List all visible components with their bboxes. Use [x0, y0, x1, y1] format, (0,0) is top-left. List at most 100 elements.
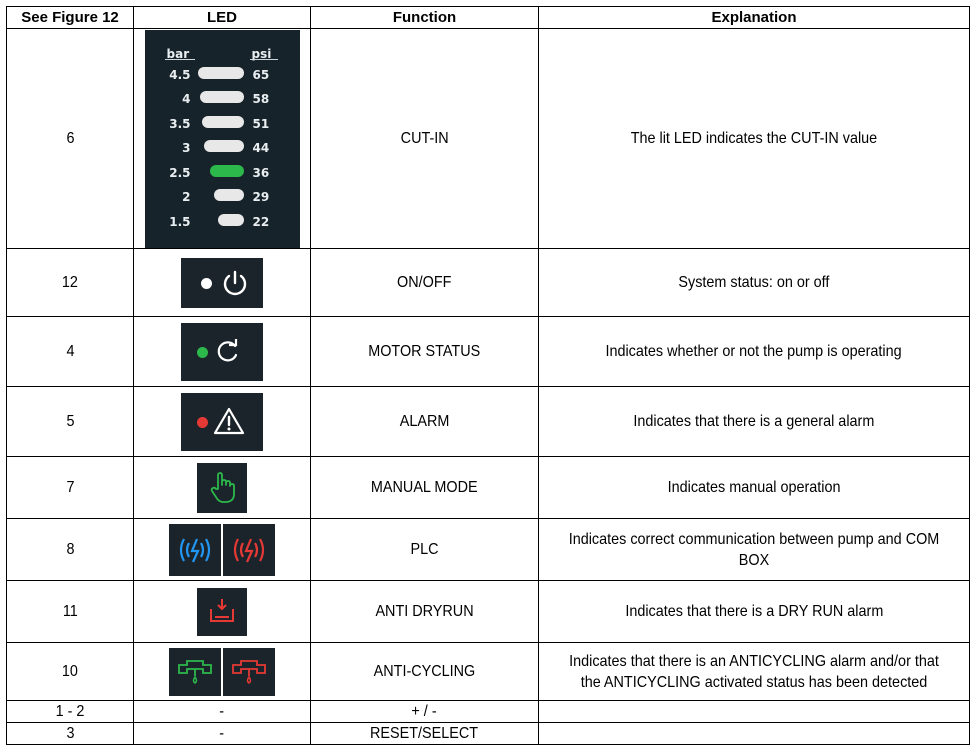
- hand-pointer-icon: [197, 462, 247, 513]
- bar-value: 1.5: [169, 214, 191, 229]
- led-cell: [133, 456, 311, 519]
- table-row: 8: [6, 518, 970, 581]
- explanation-text: Indicates whether or not the pump is ope…: [538, 316, 970, 387]
- bar-unit-label: bar: [166, 46, 190, 61]
- led-cell: [133, 580, 311, 643]
- pressure-led: [217, 213, 244, 226]
- function-label: ALARM: [310, 386, 539, 457]
- warning-triangle-icon: [181, 392, 263, 451]
- function-label: ANTI DRYRUN: [310, 580, 539, 643]
- explanation-text: Indicates that there is an ANTICYCLING a…: [538, 642, 970, 701]
- pressure-led-lit: [209, 164, 244, 177]
- explanation-text: The lit LED indicates the CUT-IN value: [538, 28, 970, 249]
- led-cell: -: [133, 700, 311, 723]
- psi-value: 58: [252, 92, 270, 106]
- figure-number: 8: [6, 518, 134, 581]
- function-label: + / -: [310, 700, 539, 723]
- table-row: 10 ANTI-CYCLING Indicates: [6, 642, 970, 701]
- explanation-text: System status: on or off: [538, 248, 970, 317]
- header-led: LED: [133, 6, 311, 29]
- table-row: 3 - RESET/SELECT: [6, 722, 970, 745]
- pressure-led-row: 2 29: [145, 186, 300, 204]
- led-cell: [133, 248, 311, 317]
- explanation-text: [538, 700, 970, 723]
- pressure-led-row: 3.5 51: [145, 113, 300, 131]
- function-label: ANTI-CYCLING: [310, 642, 539, 701]
- header-explanation: Explanation: [538, 6, 970, 29]
- power-icon: [181, 257, 263, 308]
- psi-underline: [249, 58, 278, 60]
- header-figure: See Figure 12: [6, 6, 134, 29]
- figure-number: 11: [6, 580, 134, 643]
- function-label: CUT-IN: [310, 28, 539, 249]
- table-header-row: See Figure 12 LED Function Explanation: [6, 6, 970, 29]
- psi-value: 44: [252, 141, 270, 155]
- led-dot-white: [201, 277, 212, 289]
- plc-signal-icon: [169, 523, 221, 576]
- table-row: 11 ANTI DRYRUN Indicates that there is a…: [6, 580, 970, 643]
- table-row: 4 MOTOR STATUS Indicates whether or not …: [6, 316, 970, 387]
- bar-value: 2.5: [169, 165, 191, 180]
- led-cell: [133, 386, 311, 457]
- psi-value: 29: [252, 190, 270, 204]
- table-row: 1 - 2 - + / -: [6, 700, 970, 723]
- figure-number: 7: [6, 456, 134, 519]
- pressure-led-row: 4 58: [145, 88, 300, 106]
- figure-number: 10: [6, 642, 134, 701]
- led-dot-red: [197, 416, 208, 428]
- table-row: 7 MANUAL MODE Indicates manual operation: [6, 456, 970, 519]
- explanation-text: Indicates correct communication between …: [538, 518, 970, 581]
- bar-value: 4.5: [169, 67, 191, 82]
- figure-number: 3: [6, 722, 134, 745]
- function-label: RESET/SELECT: [310, 722, 539, 745]
- led-cell: [133, 642, 311, 701]
- led-cell: bar psi 4.5 65 4 58 3.5 51 3 44 2.5 36 2 29 1.5 22: [133, 28, 311, 249]
- header-function: Function: [310, 6, 539, 29]
- pressure-led-row: 3 44: [145, 137, 300, 155]
- psi-value: 22: [252, 214, 270, 229]
- figure-number: 5: [6, 386, 134, 457]
- psi-unit-label: psi: [251, 46, 272, 61]
- bar-value: 4: [182, 92, 191, 106]
- motor-refresh-icon: [181, 322, 263, 381]
- pressure-led: [201, 115, 244, 128]
- figure-number: 1 - 2: [6, 700, 134, 723]
- dry-run-tank-icon: [197, 587, 247, 636]
- psi-value: 65: [252, 67, 270, 82]
- led-cell: [133, 316, 311, 387]
- table-row: 12 ON/OFF System status: on or off: [6, 248, 970, 317]
- psi-value: 36: [252, 165, 270, 180]
- pressure-led: [213, 189, 244, 201]
- figure-number: 4: [6, 316, 134, 387]
- pressure-led-row: 1.5 22: [145, 211, 300, 229]
- pipe-drip-icon: [169, 647, 221, 696]
- bar-value: 2: [182, 190, 191, 204]
- pressure-led: [199, 91, 244, 103]
- figure-number: 12: [6, 248, 134, 317]
- function-label: MANUAL MODE: [310, 456, 539, 519]
- function-label: PLC: [310, 518, 539, 581]
- psi-value: 51: [252, 116, 270, 131]
- bar-value: 3.5: [169, 116, 191, 131]
- led-dot-green: [197, 346, 208, 358]
- bar-underline: [164, 58, 195, 60]
- pressure-led: [197, 66, 244, 79]
- function-label: ON/OFF: [310, 248, 539, 317]
- pressure-led: [203, 140, 244, 152]
- pressure-led-row: 4.5 65: [145, 64, 300, 82]
- plc-signal-alarm-icon: [223, 523, 275, 576]
- explanation-text: Indicates manual operation: [538, 456, 970, 519]
- led-cell: -: [133, 722, 311, 745]
- explanation-text: Indicates that there is a general alarm: [538, 386, 970, 457]
- pressure-led-row: 2.5 36: [145, 162, 300, 180]
- led-function-table: See Figure 12 LED Function Explanation 6…: [6, 6, 970, 745]
- bar-value: 3: [182, 141, 191, 155]
- explanation-text: [538, 722, 970, 745]
- figure-number: 6: [6, 28, 134, 249]
- pressure-bar-leds: bar psi 4.5 65 4 58 3.5 51 3 44 2.5 36 2 29 1.5 22: [144, 29, 300, 248]
- table-row: 5 ALARM Indicates that there is a genera…: [6, 386, 970, 457]
- explanation-text: Indicates that there is a DRY RUN alarm: [538, 580, 970, 643]
- pipe-drip-alarm-icon: [223, 647, 275, 696]
- function-label: MOTOR STATUS: [310, 316, 539, 387]
